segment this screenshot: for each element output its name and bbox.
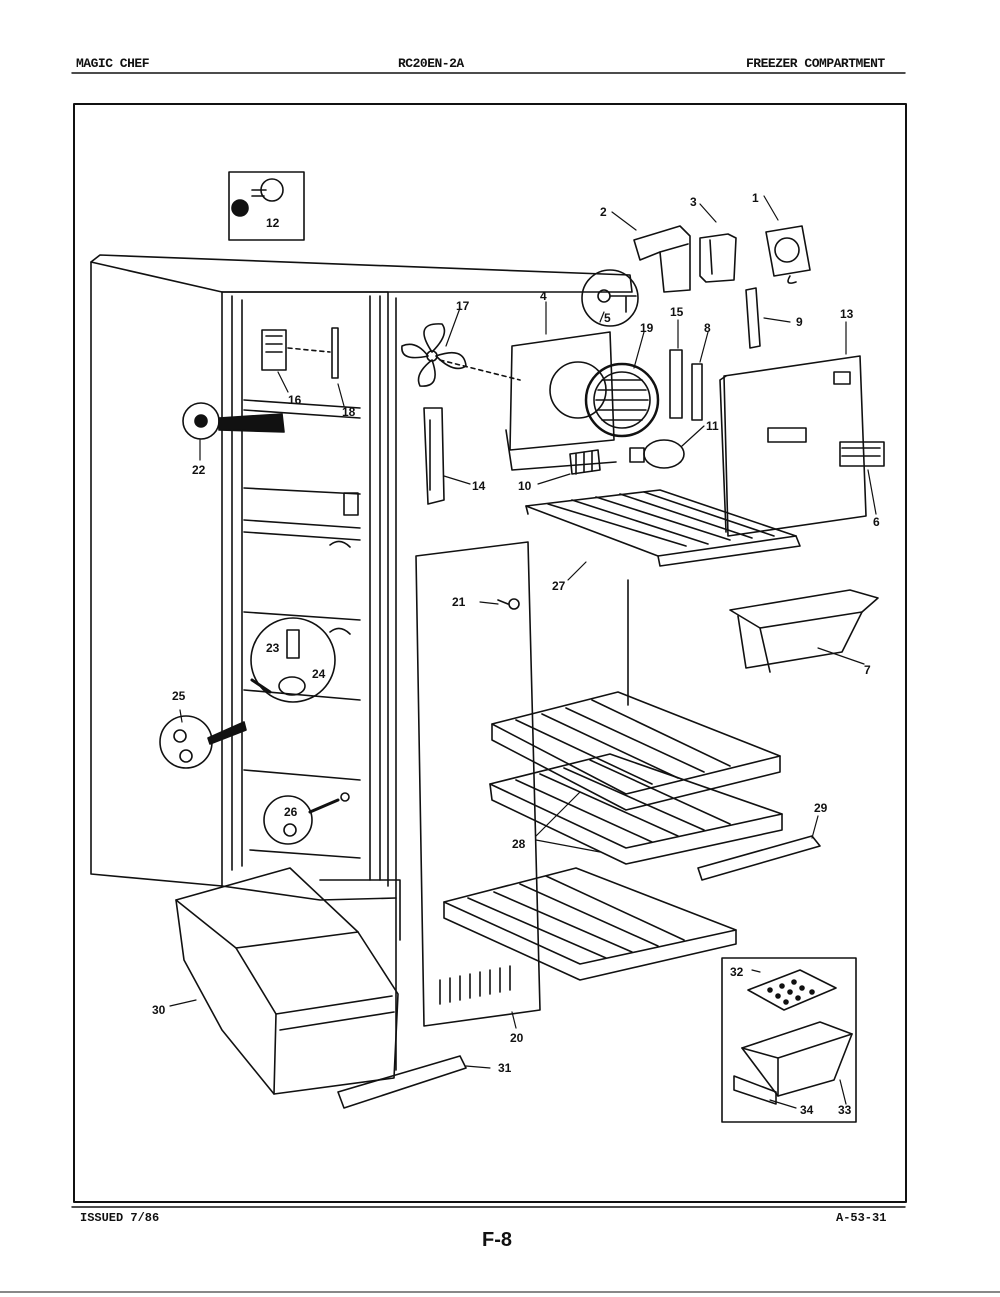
part-20-panel xyxy=(415,541,541,1027)
callout-12: 12 xyxy=(266,216,280,230)
brand-label: MAGIC CHEF xyxy=(76,56,150,71)
part-17-fan-blade xyxy=(401,323,467,387)
callout-31: 31 xyxy=(498,1061,512,1075)
part-14-bracket xyxy=(423,407,445,505)
part-29-strip xyxy=(697,835,821,881)
callout-33: 33 xyxy=(838,1103,852,1117)
part-13-panel xyxy=(719,355,867,537)
part-10-socket xyxy=(569,449,601,475)
callout-6: 6 xyxy=(873,515,880,529)
part-7-bin xyxy=(729,589,879,673)
part-31-rail xyxy=(337,1055,467,1109)
callout-11: 11 xyxy=(706,419,719,433)
callout-15: 15 xyxy=(670,305,684,319)
callout-17: 17 xyxy=(456,299,470,313)
part-2-cover xyxy=(633,225,691,293)
part-11-bulb xyxy=(629,439,685,469)
part-6-label xyxy=(839,441,885,467)
callout-23: 23 xyxy=(266,641,280,655)
callout-8: 8 xyxy=(704,321,711,335)
part-32-34-inset xyxy=(721,957,857,1123)
callout-28: 28 xyxy=(512,837,526,851)
part-15-strip xyxy=(669,349,683,419)
section-label: FREEZER COMPARTMENT xyxy=(746,56,885,71)
callout-19: 19 xyxy=(640,321,654,335)
callout-5: 5 xyxy=(604,311,611,325)
part-16-control xyxy=(261,329,287,371)
callout-25: 25 xyxy=(172,689,186,703)
callout-13: 13 xyxy=(840,307,854,321)
part-8-strip xyxy=(691,363,703,421)
part-1-housing xyxy=(765,225,811,284)
callout-29: 29 xyxy=(814,801,828,815)
callout-16: 16 xyxy=(288,393,302,407)
callout-7: 7 xyxy=(864,663,871,677)
freezer-lower-shelf xyxy=(443,867,737,981)
part-18-sensor xyxy=(331,327,339,379)
part-5-motor-detail xyxy=(581,269,639,327)
callout-20: 20 xyxy=(510,1031,524,1045)
part-3-bracket xyxy=(699,233,737,283)
diagram-frame xyxy=(73,103,907,1203)
leader-lines xyxy=(169,195,877,1109)
page-number: F-8 xyxy=(482,1229,512,1251)
callout-27: 27 xyxy=(552,579,566,593)
part-9-strip xyxy=(745,287,761,349)
model-label: RC20EN-2A xyxy=(398,56,464,71)
callout-34: 34 xyxy=(800,1103,814,1117)
callout-32: 32 xyxy=(730,965,744,979)
callout-4: 4 xyxy=(540,289,547,303)
part-19-fan-grille xyxy=(584,362,660,438)
cabinet-shell xyxy=(90,254,633,1071)
part-4-bracket xyxy=(505,331,617,471)
callout-3: 3 xyxy=(690,195,697,209)
issued-date: ISSUED 7/86 xyxy=(80,1211,160,1225)
part-28-shelf-upper xyxy=(491,691,781,811)
callout-2: 2 xyxy=(600,205,607,219)
callout-14: 14 xyxy=(472,479,486,493)
callout-22: 22 xyxy=(192,463,206,477)
callout-30: 30 xyxy=(152,1003,166,1017)
part-26-detail xyxy=(263,792,350,845)
part-28-shelf-lower xyxy=(489,753,783,865)
callout-1: 1 xyxy=(752,191,759,205)
callout-24: 24 xyxy=(312,667,326,681)
part-22-knob xyxy=(182,402,285,440)
part-30-basket xyxy=(175,867,399,1095)
callout-9: 9 xyxy=(796,315,803,329)
part-25-detail xyxy=(159,715,247,769)
callout-18: 18 xyxy=(342,405,356,419)
document-number: A-53-31 xyxy=(836,1211,887,1225)
part-23-24-detail xyxy=(250,617,336,703)
callout-10: 10 xyxy=(518,479,532,493)
callout-21: 21 xyxy=(452,595,466,609)
callout-26: 26 xyxy=(284,805,298,819)
part-27-shelf xyxy=(525,489,801,567)
part-12-knob-inset xyxy=(228,171,305,241)
